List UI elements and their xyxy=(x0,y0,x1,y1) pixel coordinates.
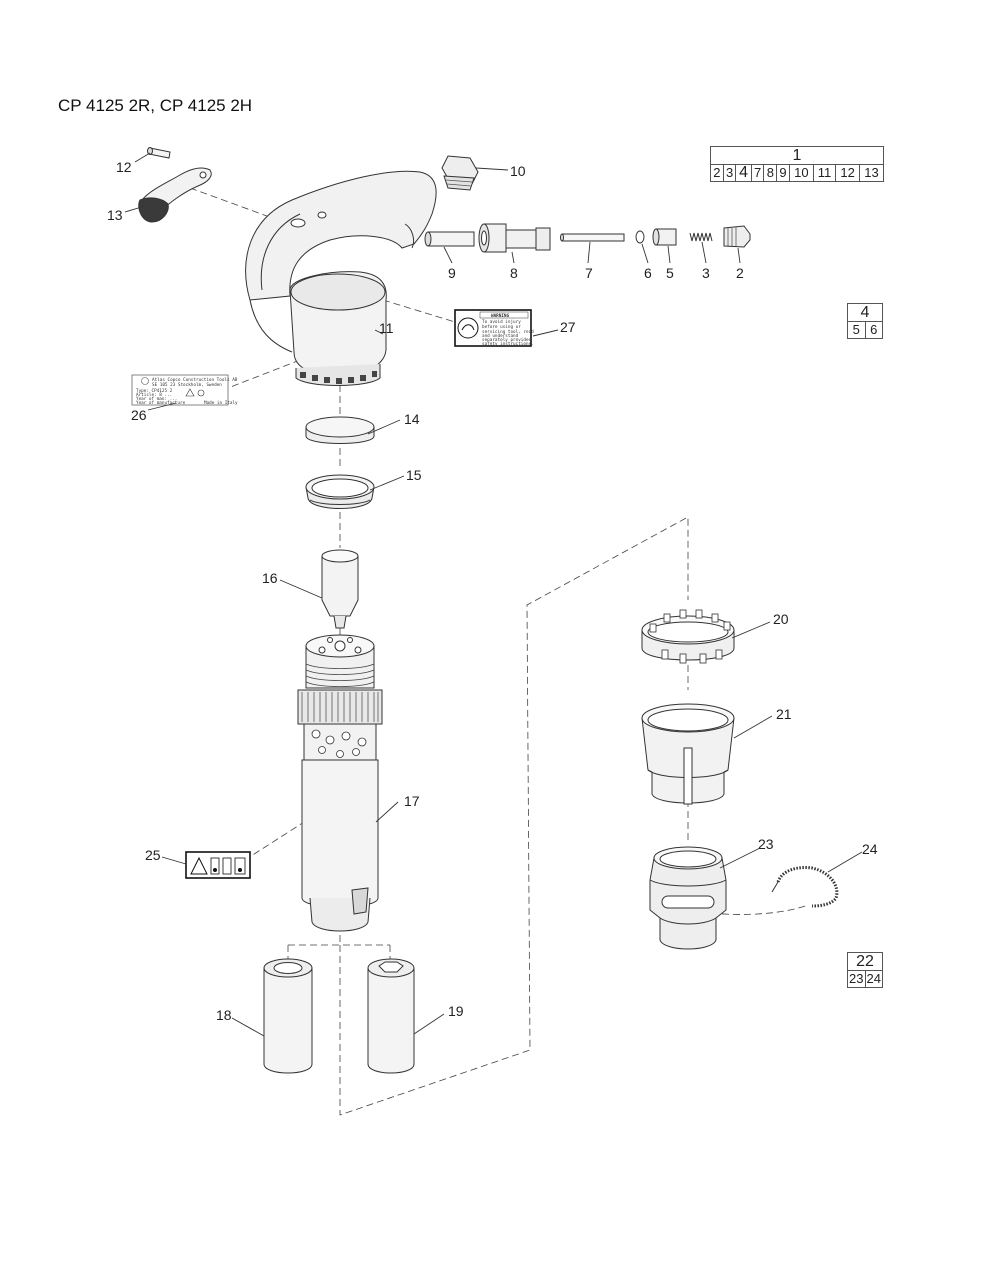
page-title: CP 4125 2R, CP 4125 2H xyxy=(58,96,253,115)
callout-2: 2 xyxy=(736,265,744,281)
kit-item: 12 xyxy=(835,164,861,182)
plate-line: Article: 8 ... xyxy=(136,392,172,398)
plate-line: SE 105 23 Stockholm, Sweden xyxy=(152,382,222,388)
kit-item: 4 xyxy=(735,164,752,182)
callout-21: 21 xyxy=(776,706,792,722)
kit-item: 24 xyxy=(864,970,883,988)
part-19-hex-bushing xyxy=(367,958,415,1074)
callout-17: 17 xyxy=(404,793,420,809)
kit-item: 6 xyxy=(864,321,883,339)
warning-line: separately provided xyxy=(482,337,532,343)
warning-line: safety instructions. xyxy=(482,341,534,347)
plate-line: Atlas Copco Construction Tools AB xyxy=(152,377,238,383)
part-26-name-plate: Atlas Copco Construction Tools AB SE 105… xyxy=(131,374,238,406)
callout-26: 26 xyxy=(131,407,147,423)
part-13-throttle-lever xyxy=(138,167,212,223)
plate-line: Year of manufacture xyxy=(136,400,186,406)
kit-table-1: 1 2 3 4 7 8 9 10 11 12 13 xyxy=(710,146,884,182)
plate-line: Type: CP4125 2 xyxy=(136,388,173,394)
callout-20: 20 xyxy=(773,611,789,627)
part-18-bushing xyxy=(263,958,313,1074)
kit-item: 23 xyxy=(847,970,866,988)
kit-item: 7 xyxy=(750,164,765,182)
part-20-ring-nut xyxy=(641,609,735,664)
part-10-air-inlet-fitting xyxy=(441,155,479,191)
part-5-valve xyxy=(652,228,677,246)
callout-19: 19 xyxy=(448,1003,464,1019)
callout-7: 7 xyxy=(585,265,593,281)
kit-item: 9 xyxy=(776,164,790,182)
part-14-valve-disc xyxy=(305,416,375,444)
warning-line: servicing tool, read xyxy=(482,329,534,335)
part-23-retainer xyxy=(649,846,727,950)
callout-27: 27 xyxy=(560,319,576,335)
kit-header: 22 xyxy=(847,952,883,971)
callout-10: 10 xyxy=(510,163,526,179)
callout-3: 3 xyxy=(702,265,710,281)
plate-line: Made in Italy xyxy=(204,400,238,406)
part-9-tube xyxy=(424,231,475,247)
leader-lines xyxy=(124,152,863,1037)
callout-9: 9 xyxy=(448,265,456,281)
kit-header: 4 xyxy=(847,303,883,322)
kit-header: 1 xyxy=(710,146,884,165)
part-24-spring-clip xyxy=(771,866,839,908)
kit-table-4: 4 5 6 xyxy=(847,303,883,339)
callout-18: 18 xyxy=(216,1007,232,1023)
part-25-symbol-decal xyxy=(185,851,251,879)
plate-line: Year of man: ... xyxy=(136,396,177,402)
kit-item: 5 xyxy=(847,321,866,339)
part-11-handle-housing xyxy=(245,170,437,386)
part-8-valve-bushing xyxy=(478,223,551,253)
part-6-o-ring xyxy=(635,230,645,244)
warning-line: To avoid injury xyxy=(482,319,521,325)
kit-table-22: 22 23 24 xyxy=(847,952,883,988)
part-2-valve-plug xyxy=(723,225,751,248)
callout-15: 15 xyxy=(406,467,422,483)
warning-decal-title: WARNING xyxy=(491,313,510,319)
callout-24: 24 xyxy=(862,841,878,857)
callout-8: 8 xyxy=(510,265,518,281)
part-27-warning-decal: WARNING To avoid injury before using or … xyxy=(454,309,534,347)
callout-5: 5 xyxy=(666,265,674,281)
part-12-pin xyxy=(147,147,171,159)
part-15-ring xyxy=(305,474,375,509)
kit-item: 8 xyxy=(763,164,778,182)
callout-11: 11 xyxy=(379,320,394,336)
callout-16: 16 xyxy=(262,570,278,586)
part-16-piston xyxy=(321,549,359,629)
callout-13: 13 xyxy=(107,207,123,223)
kit-item: 13 xyxy=(859,164,884,182)
warning-line: and understand xyxy=(482,333,519,339)
callout-6: 6 xyxy=(644,265,652,281)
part-7-valve-stem xyxy=(560,233,625,242)
kit-item: 3 xyxy=(722,164,737,182)
warning-line: before using or xyxy=(482,324,521,330)
part-17-cylinder xyxy=(297,634,383,932)
callout-25: 25 xyxy=(145,847,161,863)
callout-numbers: 12 13 10 9 8 7 6 5 3 2 11 27 26 14 15 16… xyxy=(107,159,878,1023)
callout-14: 14 xyxy=(404,411,420,427)
kit-item: 11 xyxy=(812,164,837,182)
kit-item: 10 xyxy=(788,164,814,182)
kit-item: 2 xyxy=(710,164,724,182)
part-21-sleeve xyxy=(641,703,735,805)
part-3-spring xyxy=(689,232,713,242)
callout-12: 12 xyxy=(116,159,132,175)
callout-23: 23 xyxy=(758,836,774,852)
